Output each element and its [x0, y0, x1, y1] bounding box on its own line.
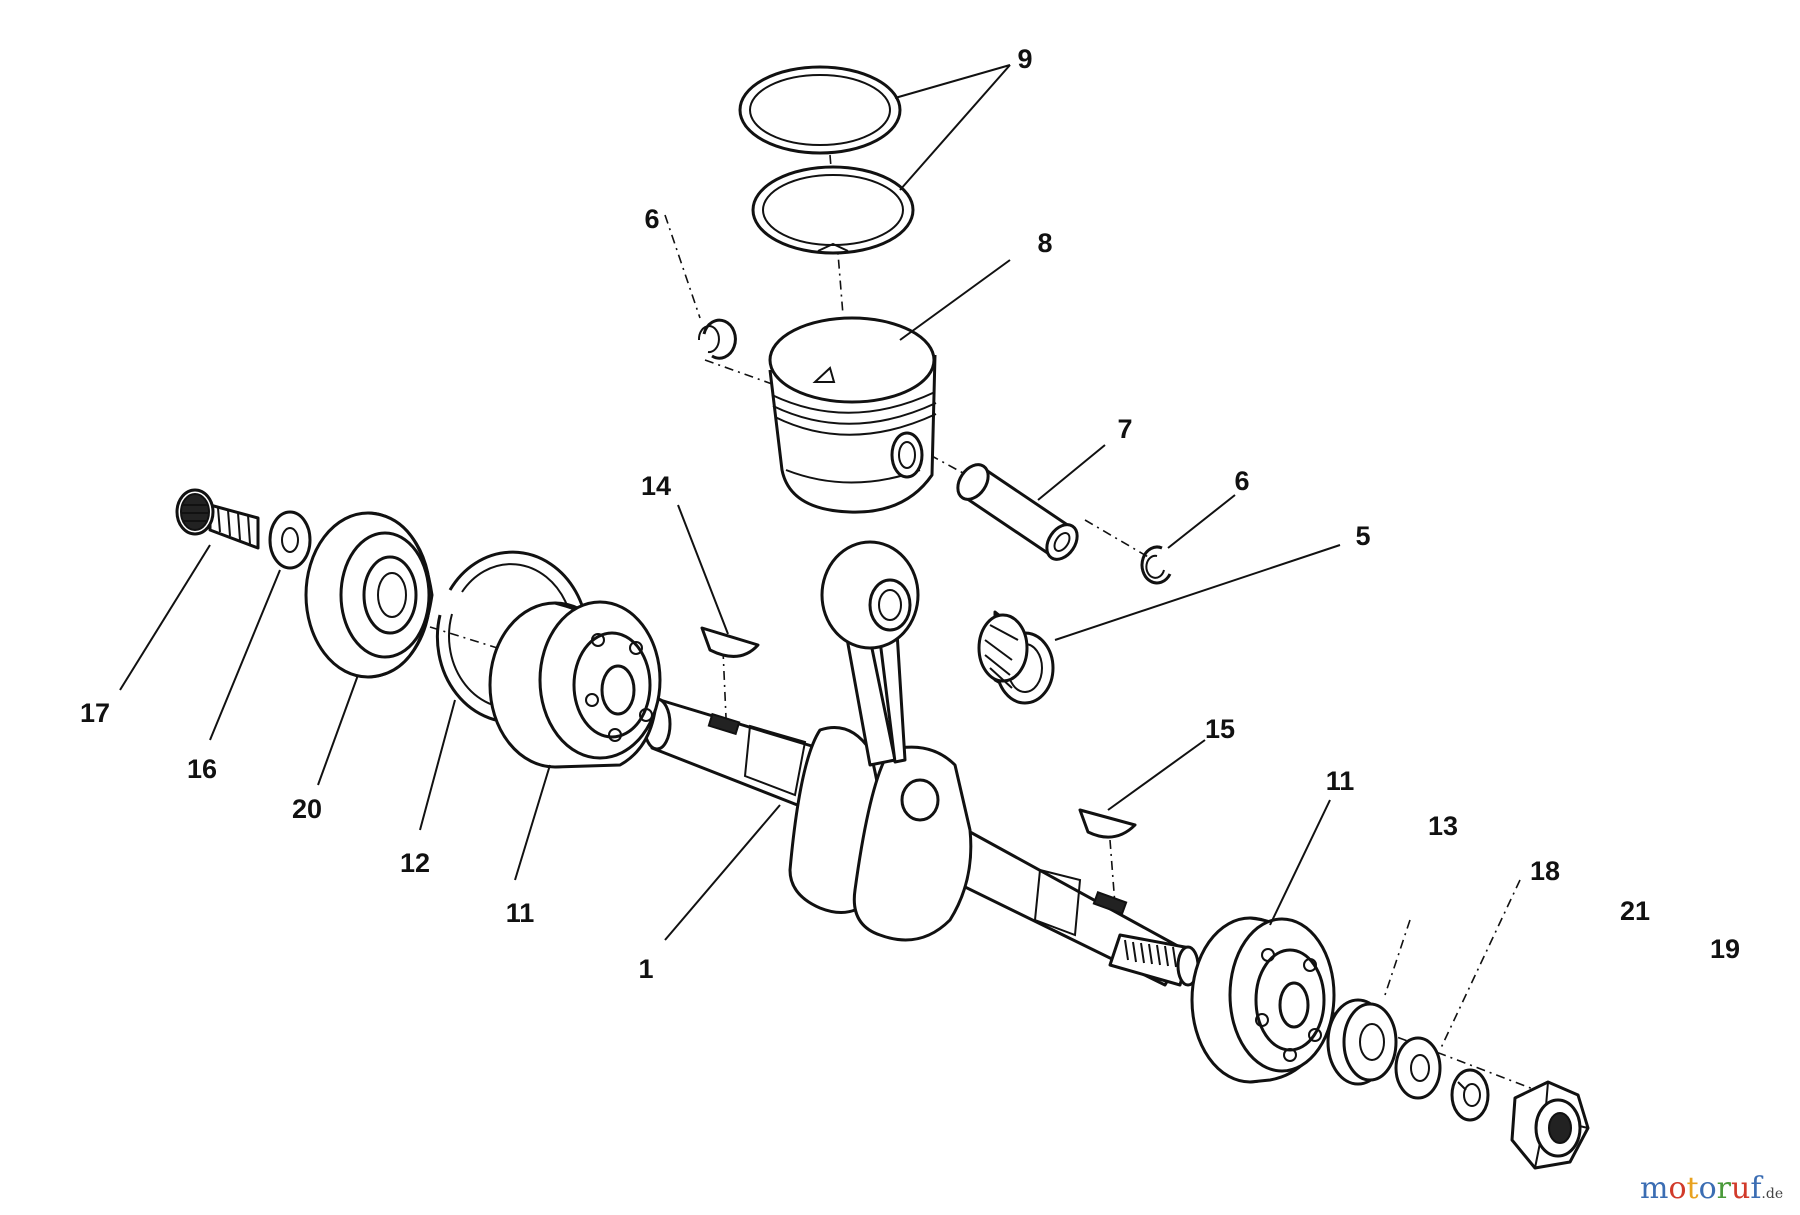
leader-lines — [119, 64, 1341, 941]
callout-12: 12 — [400, 848, 430, 878]
callout-11-left: 11 — [506, 898, 535, 928]
callout-16: 16 — [187, 754, 217, 784]
lock-washer-21 — [1450, 1068, 1490, 1122]
callout-13: 13 — [1428, 811, 1458, 841]
callout-14: 14 — [641, 471, 671, 501]
callout-9: 9 — [1017, 44, 1032, 74]
piston-ring-lower — [751, 165, 915, 255]
woodruff-key-14 — [700, 626, 760, 658]
callout-20: 20 — [292, 794, 322, 824]
bearing-11-left — [488, 600, 662, 769]
piston-pin-circlip-left — [697, 318, 737, 360]
callout-19: 19 — [1710, 934, 1740, 964]
callout-11-right: 11 — [1326, 766, 1355, 796]
callout-17: 17 — [80, 698, 110, 728]
washer-16 — [268, 510, 312, 570]
watermark-logo: motoruf.de — [1640, 1171, 1783, 1206]
washer-18 — [1394, 1036, 1442, 1100]
piston-pin — [956, 463, 1079, 561]
piston — [768, 316, 937, 514]
nut-19 — [1510, 1080, 1590, 1170]
woodruff-key-15 — [1078, 808, 1137, 839]
callout-15: 15 — [1205, 714, 1235, 744]
callout-labels: 9 6 8 7 6 14 5 17 16 20 12 11 1 15 11 13… — [80, 44, 1740, 984]
crankshaft — [642, 540, 1200, 987]
callout-18: 18 — [1530, 856, 1560, 886]
callout-21: 21 — [1620, 896, 1650, 926]
callout-6-left: 6 — [644, 204, 659, 234]
oil-seal-13 — [1326, 998, 1398, 1086]
callout-7: 7 — [1117, 414, 1132, 444]
callout-5: 5 — [1355, 521, 1370, 551]
callout-6-right: 6 — [1234, 466, 1249, 496]
callout-1: 1 — [638, 954, 653, 984]
screw-17 — [175, 488, 260, 550]
piston-ring-upper — [738, 65, 902, 155]
bearing-11-right — [1190, 916, 1336, 1084]
piston-pin-circlip-right — [1140, 545, 1172, 585]
bearing-20 — [304, 511, 434, 679]
needle-bearing — [977, 610, 1055, 705]
callout-8: 8 — [1037, 228, 1052, 258]
